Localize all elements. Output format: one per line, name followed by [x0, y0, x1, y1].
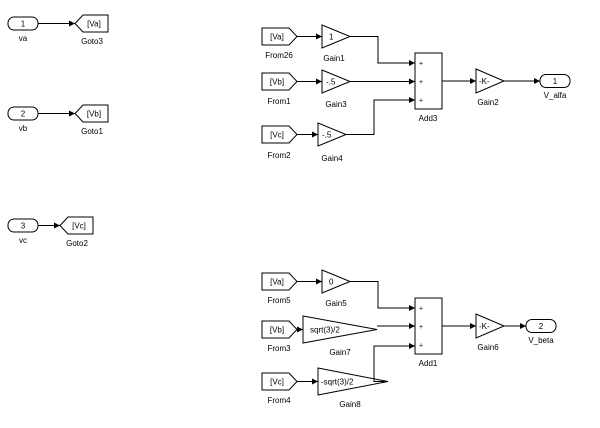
- gain-value: 1: [329, 33, 334, 42]
- from-name: From2: [267, 151, 291, 160]
- from-name: From5: [267, 296, 291, 305]
- sum-name: Add3: [419, 114, 438, 123]
- inport-name: vb: [19, 124, 28, 133]
- gain-block-gain5[interactable]: 0: [321, 269, 352, 294]
- gain-block-gain6[interactable]: -K-: [475, 313, 506, 339]
- inport-number: 2: [21, 110, 26, 119]
- from-name: From4: [267, 396, 291, 405]
- gain-value: -K-: [479, 322, 490, 331]
- goto-block-vc[interactable]: [Vc]: [59, 216, 94, 235]
- gain-block-gain2[interactable]: -K-: [475, 68, 506, 94]
- sum-sign: +: [419, 324, 423, 331]
- goto-tag: [Va]: [87, 20, 101, 29]
- signal-line: [373, 343, 415, 382]
- sum-block-add1[interactable]: + + +: [414, 297, 443, 355]
- outport-v-beta[interactable]: 2: [525, 319, 557, 333]
- goto-name: Goto3: [81, 37, 103, 46]
- goto-name: Goto1: [81, 127, 103, 136]
- inport-name: va: [19, 34, 28, 43]
- inport-number: 1: [21, 20, 26, 29]
- gain-name: Gain3: [325, 100, 347, 109]
- from-tag: [Vb]: [270, 78, 284, 87]
- gain-value: -sqrt(3)/2: [321, 378, 354, 387]
- gain-value: -.5: [322, 131, 332, 140]
- gain-value: -K-: [479, 77, 490, 86]
- gain-name: Gain1: [323, 54, 345, 63]
- gain-name: Gain4: [321, 154, 343, 163]
- from-tag: [Vb]: [270, 326, 284, 335]
- goto-tag: [Vb]: [87, 110, 101, 119]
- from-name: From26: [265, 51, 293, 60]
- gain-name: Gain6: [477, 343, 499, 352]
- from-tag: [Va]: [270, 33, 284, 42]
- gain-block-gain1[interactable]: 1: [321, 24, 352, 49]
- sum-sign: +: [419, 61, 423, 68]
- sum-sign: +: [419, 98, 423, 105]
- gain-block-gain4[interactable]: -.5: [317, 122, 348, 147]
- gain-block-gain7[interactable]: sqrt(3)/2: [302, 315, 378, 344]
- from-block-from26[interactable]: [Va]: [261, 27, 298, 46]
- from-tag: [Va]: [270, 278, 284, 287]
- outport-name: V_beta: [528, 336, 554, 345]
- goto-tag: [Vc]: [72, 222, 86, 231]
- gain-name: Gain8: [339, 400, 361, 409]
- outport-number: 1: [553, 77, 558, 86]
- goto-name: Goto2: [66, 239, 88, 248]
- gain-block-gain3[interactable]: -.5: [321, 69, 352, 94]
- outport-name: V_alfa: [544, 91, 567, 100]
- sum-sign: +: [419, 79, 423, 86]
- signal-line: [346, 97, 415, 135]
- from-block-from1[interactable]: [Vb]: [261, 72, 298, 91]
- sum-sign: +: [419, 306, 423, 313]
- gain-value: -.5: [326, 78, 336, 87]
- inport-va[interactable]: 1: [7, 16, 39, 31]
- sum-block-add3[interactable]: + + +: [414, 52, 443, 110]
- from-block-from4[interactable]: [Vc]: [261, 372, 298, 391]
- from-name: From1: [267, 97, 291, 106]
- from-name: From3: [267, 344, 291, 353]
- outport-v-alfa[interactable]: 1: [539, 74, 571, 88]
- gain-value: sqrt(3)/2: [310, 326, 340, 335]
- from-block-from5[interactable]: [Va]: [261, 272, 298, 291]
- gain-name: Gain5: [325, 299, 347, 308]
- gain-value: 0: [329, 278, 334, 287]
- sum-name: Add1: [419, 359, 438, 368]
- from-tag: [Vc]: [270, 131, 284, 140]
- sum-sign: +: [419, 343, 423, 350]
- signal-line: [350, 281, 415, 311]
- inport-vc[interactable]: 3: [7, 218, 39, 233]
- from-block-from2[interactable]: [Vc]: [261, 125, 298, 144]
- inport-number: 3: [21, 222, 26, 231]
- outport-number: 2: [539, 322, 544, 331]
- signal-line: [350, 36, 415, 66]
- gain-block-gain8[interactable]: -sqrt(3)/2: [317, 367, 389, 396]
- gain-name: Gain7: [329, 348, 351, 357]
- from-tag: [Vc]: [270, 378, 284, 387]
- from-block-from3[interactable]: [Vb]: [261, 320, 298, 339]
- inport-name: vc: [19, 236, 27, 245]
- goto-block-va[interactable]: [Va]: [74, 14, 109, 33]
- inport-vb[interactable]: 2: [7, 106, 39, 121]
- goto-block-vb[interactable]: [Vb]: [74, 104, 109, 123]
- gain-name: Gain2: [477, 98, 499, 107]
